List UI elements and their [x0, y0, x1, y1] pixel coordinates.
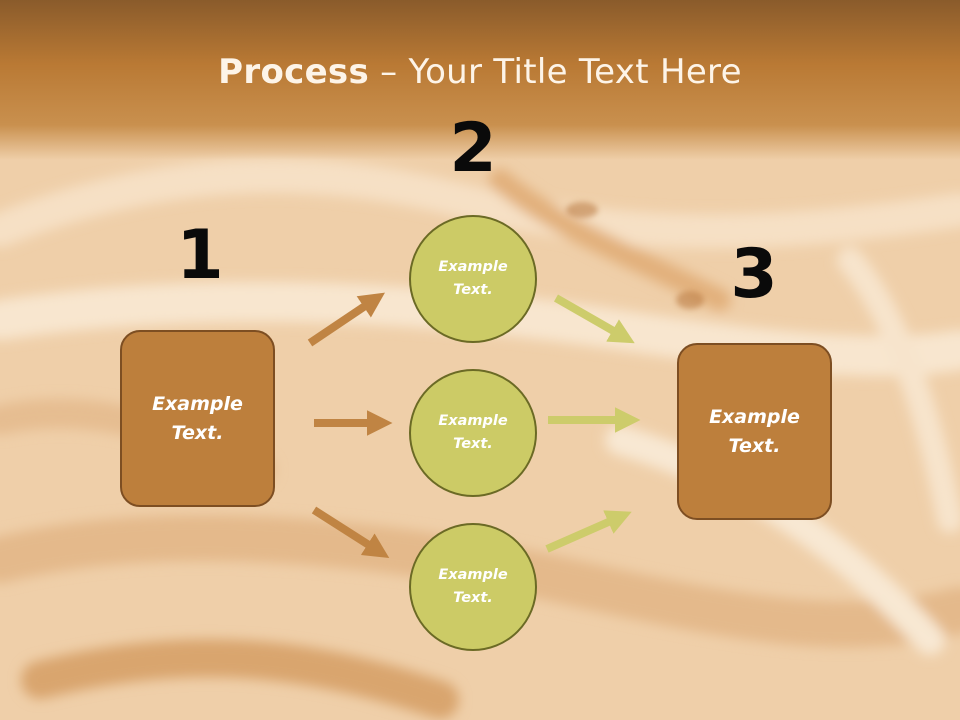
arrow-right-icon: [311, 506, 390, 559]
step-3-number: 3: [730, 235, 778, 314]
title-strong: Process: [218, 52, 370, 92]
step-3-box: Example Text.: [677, 343, 832, 520]
title-bar: [0, 0, 960, 160]
step-2-circle-top: Example Text.: [409, 215, 537, 343]
step-3-text: Example Text.: [709, 405, 800, 457]
step-2-number: 2: [449, 109, 497, 188]
arrow-right-icon: [307, 292, 385, 347]
step-2-circle-bottom: Example Text.: [409, 523, 537, 651]
slide-title: Process – Your Title Text Here: [0, 52, 960, 92]
arrow-right-icon: [554, 294, 635, 344]
step-2-circle-middle: Example Text.: [409, 369, 537, 497]
step-2-text-bottom: Example Text.: [438, 567, 508, 606]
arrow-right-icon: [545, 510, 632, 553]
step-2-text-top: Example Text.: [438, 259, 508, 298]
step-1-text: Example Text.: [152, 392, 243, 444]
step-1-number: 1: [176, 216, 224, 295]
step-1-box: Example Text.: [120, 330, 275, 507]
title-rest: – Your Title Text Here: [369, 52, 742, 92]
step-2-text-middle: Example Text.: [438, 413, 508, 452]
